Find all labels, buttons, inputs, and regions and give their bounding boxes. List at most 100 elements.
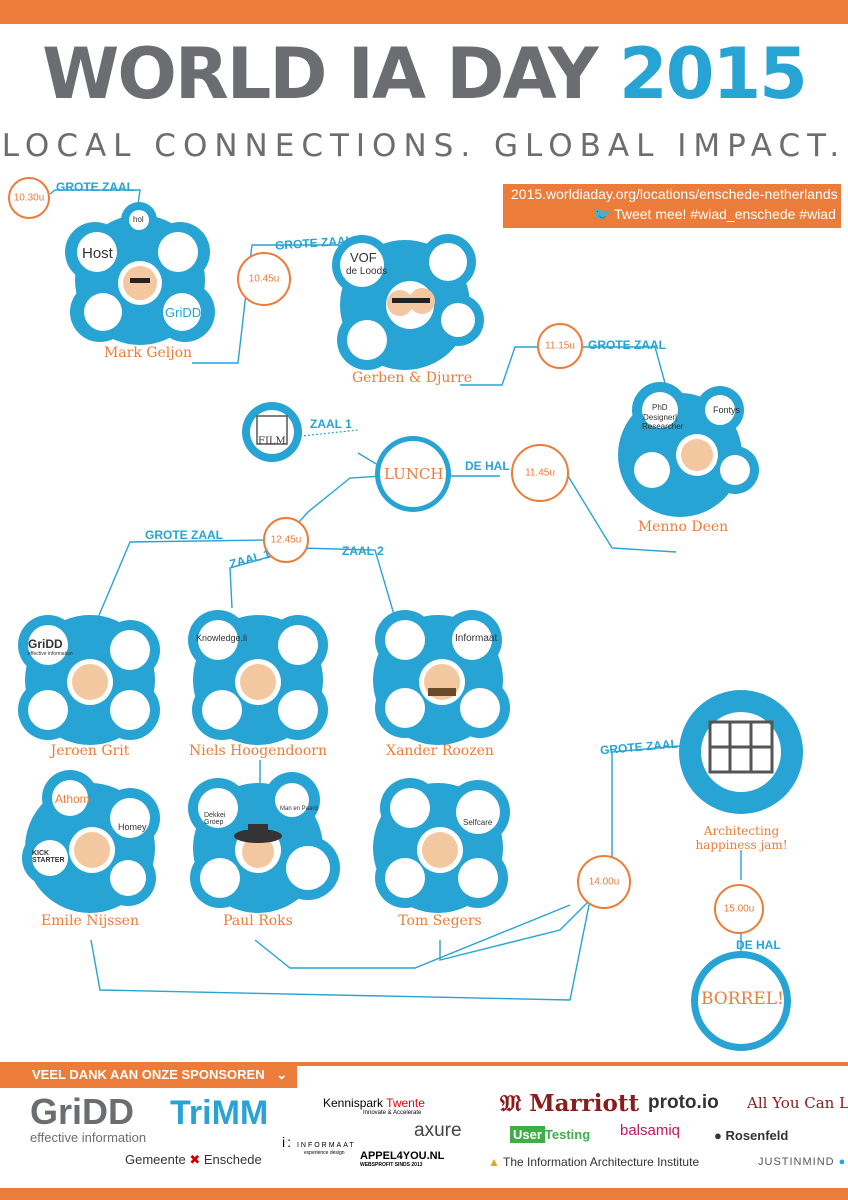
film-event — [242, 402, 302, 462]
tweet-line: 🐦 Tweet mee! #wiad_enschede #wiad — [503, 204, 841, 224]
athom-label: Athom — [55, 792, 90, 806]
speaker-name: Niels Hoogendoorn — [189, 743, 327, 759]
marriott-m-icon: 𝔐 — [500, 1090, 522, 1117]
selfcare-label: Selfcare — [463, 818, 493, 827]
sponsor-iai[interactable]: ▲ The Information Architecture Institute — [488, 1155, 699, 1169]
room-label: GROTE ZAAL — [145, 528, 223, 542]
sponsor-allyoucan[interactable]: All You Can Learn uie — [747, 1094, 848, 1117]
speaker-name: Paul Roks — [223, 913, 293, 929]
effective-label: effective information — [28, 651, 73, 657]
marriott-word: Marriott — [529, 1090, 640, 1117]
allyoucan-word: All You Can Learn — [747, 1094, 848, 1112]
event-url[interactable]: 2015.worldiaday.org/locations/enschede-n… — [511, 186, 838, 202]
time-1145: 11.45u — [525, 467, 555, 479]
tweet-text: Tweet mee! #wiad_enschede #wiad — [614, 206, 836, 222]
phd-label: PhD — [652, 403, 668, 412]
sponsor-axure[interactable]: axure — [414, 1120, 462, 1141]
usertesting-word2: Testing — [544, 1127, 591, 1142]
appel-word: APPEL4YOU.NL — [360, 1150, 445, 1162]
gemeente-word: Gemeente — [125, 1152, 186, 1167]
avatar — [386, 281, 435, 329]
speaker-name: Emile Nijssen — [41, 913, 139, 929]
speaker-name: Gerben & Djurre — [351, 370, 473, 386]
dekkei-label: Dekkei Groep — [204, 812, 226, 826]
informaat-label: Informaat — [455, 633, 498, 644]
iai-icon: ▲ — [488, 1155, 500, 1169]
time-circles — [8, 177, 764, 934]
info-box: 2015.worldiaday.org/locations/enschede-n… — [503, 184, 841, 228]
informaat-word: INFORMAAT — [296, 1142, 356, 1149]
rosenfeld-word: Rosenfeld — [725, 1128, 789, 1143]
avatar — [417, 827, 463, 873]
sponsor-justinmind[interactable]: JUSTINMIND ● — [758, 1156, 846, 1168]
twitter-bird-icon: 🐦 — [593, 206, 611, 222]
sponsor-rosenfeld[interactable]: ● Rosenfeld — [714, 1128, 788, 1143]
sponsor-gridd-tag: effective information — [30, 1130, 147, 1145]
jam-label: Architecting happiness jam! — [695, 824, 788, 852]
window-icon — [708, 720, 774, 774]
avatar — [118, 261, 162, 305]
room-label: DE HAL — [736, 938, 781, 952]
avatar — [67, 659, 113, 705]
avatar — [234, 824, 282, 873]
top-orange-bar — [0, 0, 848, 24]
time-1500: 15.00u — [723, 903, 755, 915]
speaker-name: Mark Geljon — [103, 345, 193, 361]
gridd-logo-label: GriDD — [28, 637, 63, 651]
lunch-event — [375, 436, 451, 512]
knowledge-label: Knowledge.li — [196, 633, 248, 643]
sponsor-marriott[interactable]: 𝔐 Marriott — [500, 1090, 639, 1117]
title-text: WORLD IA DAY — [42, 33, 599, 115]
gridd-label: GriDD — [165, 305, 202, 320]
rosenfeld-icon: ● — [714, 1128, 722, 1143]
room-label: DE HAL — [465, 459, 510, 473]
enschede-crest-icon: ✖ — [189, 1152, 201, 1167]
subtitle: LOCAL CONNECTIONS. GLOBAL IMPACT. — [1, 128, 847, 164]
enschede-word: Enschede — [203, 1152, 262, 1167]
usertesting-word1: User — [510, 1126, 545, 1143]
justinmind-dot-icon: ● — [838, 1156, 847, 1168]
lunch-label: LUNCH — [384, 465, 444, 483]
appel-tag: WEBSPROFIT SINDS 2013 — [360, 1162, 423, 1168]
twente-word: Twente — [386, 1096, 425, 1110]
time-1400: 14.00u — [588, 876, 620, 888]
sponsor-appel[interactable]: APPEL4YOU.NL WEBSPROFIT SINDS 2013 — [360, 1150, 444, 1168]
room-label: GROTE ZAAL — [56, 180, 134, 194]
sponsor-gridd[interactable]: GriDD effective information — [30, 1094, 147, 1146]
researcher-label: Researcher — [642, 422, 684, 431]
sponsor-balsamiq[interactable]: balsamiq — [620, 1122, 681, 1139]
manpaard-label: Man en Paard — [280, 806, 318, 812]
speaker-name: Tom Segers — [398, 913, 482, 929]
sponsor-divider — [297, 1062, 848, 1066]
justinmind-word: JUSTINMIND — [758, 1156, 835, 1168]
fontys-label: Fontys — [713, 405, 741, 415]
homey-label: Homey — [118, 822, 147, 832]
informaat-icon: i: — [282, 1134, 293, 1150]
speaker-name: Menno Deen — [637, 519, 729, 535]
speaker-name: Jeroen Grit — [50, 743, 130, 759]
icon-circles — [28, 210, 750, 898]
avatar — [235, 659, 281, 705]
avatar — [676, 434, 718, 476]
room-label: ZAAL 2 — [342, 544, 384, 558]
kennispark-word: Kennispark — [323, 1096, 384, 1110]
sponsor-kennispark[interactable]: Kennispark Twente Innovate & Accelerate — [323, 1096, 425, 1116]
borrel-event — [691, 951, 791, 1051]
room-label: GROTE ZAAL — [588, 338, 666, 352]
film-label: FILM — [258, 436, 286, 447]
sponsor-gemeente[interactable]: Gemeente ✖ Enschede — [125, 1152, 262, 1168]
sponsor-informaat[interactable]: i: INFORMAAT experience design — [282, 1134, 356, 1156]
vof-label: VOF — [350, 250, 377, 265]
sponsor-heading: VEEL DANK AAN ONZE SPONSOREN ⌄ — [0, 1062, 297, 1088]
kennispark-tag: Innovate & Accelerate — [363, 1110, 422, 1116]
avatar — [419, 659, 465, 705]
speaker-name: Xander Roozen — [386, 743, 494, 759]
sponsor-protoio[interactable]: proto.io — [648, 1092, 719, 1113]
borrel-label: BORREL! — [701, 989, 784, 1009]
page-title: WORLD IA DAY 2015 — [0, 34, 848, 114]
sponsor-trimm[interactable]: TriMM — [170, 1094, 269, 1132]
deloods-label: de Loods — [346, 266, 388, 277]
chevron-down-icon: ⌄ — [276, 1067, 288, 1082]
